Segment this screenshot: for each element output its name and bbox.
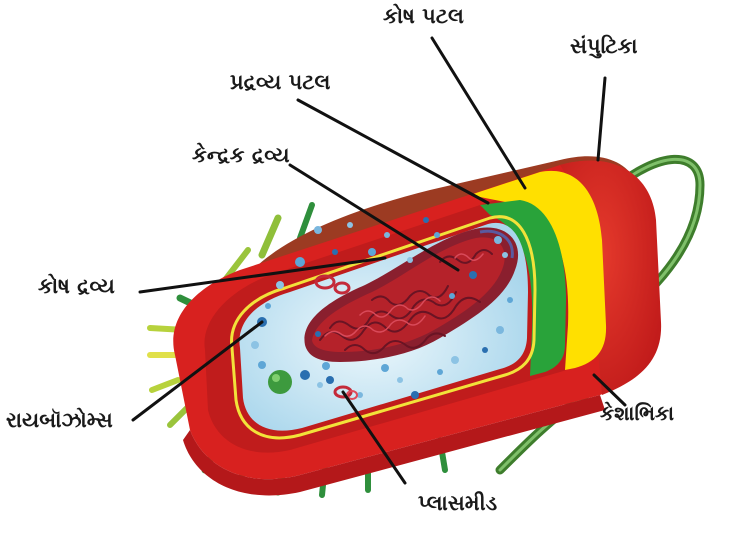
label-cytoplasm: કોષ દ્રવ્ય — [38, 276, 115, 297]
leader-cell-wall — [432, 38, 525, 188]
label-plasmid: પ્લાસમીડ — [418, 493, 497, 514]
label-plasma-membrane: પ્રદ્રવ્ય પટલ — [230, 72, 330, 93]
label-cell-wall: કોષ પટલ — [383, 6, 464, 27]
inclusion-granule — [268, 370, 292, 394]
leader-capsule — [598, 78, 605, 160]
label-ribosomes: રાયબૉઝોમ્સ — [6, 410, 113, 431]
label-capsule: સંપુટિકા — [570, 36, 638, 57]
label-flagellum: કેશાભિકા — [600, 403, 674, 423]
label-nucleoid: કેન્દ્રક દ્રવ્ય — [192, 145, 290, 166]
